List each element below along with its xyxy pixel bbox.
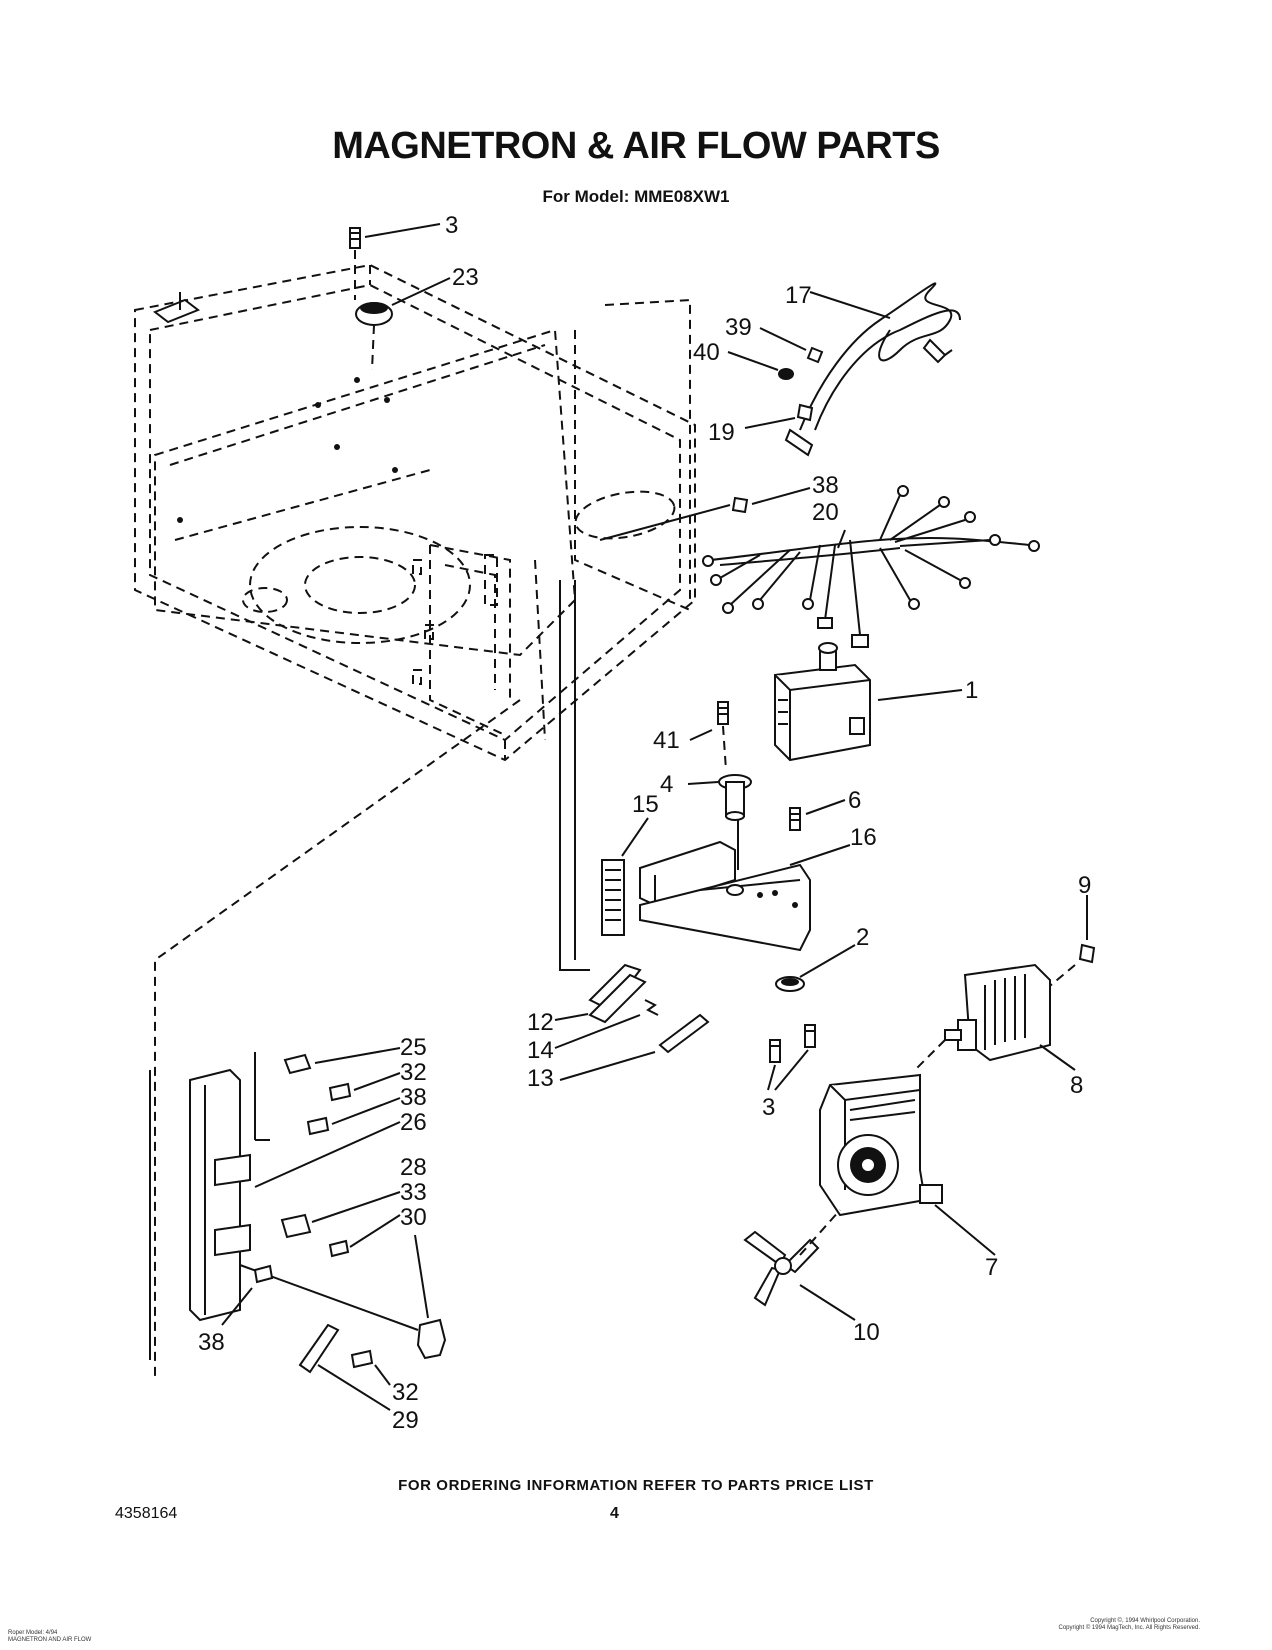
callout-41: 41 xyxy=(653,727,680,754)
callout-16: 16 xyxy=(850,824,877,851)
callout-20: 20 xyxy=(812,499,839,526)
screw-9 xyxy=(1044,895,1096,991)
callout-30: 30 xyxy=(400,1204,427,1231)
power-cord xyxy=(784,282,961,457)
latch-28 xyxy=(280,1191,401,1239)
lever-26 xyxy=(254,1121,401,1188)
screw-39 xyxy=(759,327,824,364)
air-duct-bracket xyxy=(639,840,851,952)
screw-19 xyxy=(744,403,814,429)
callout-38-lower: 38 xyxy=(198,1329,225,1356)
screw-32-upper xyxy=(328,1072,401,1102)
thermal-fuse-4 xyxy=(687,774,752,870)
wire-harness xyxy=(702,485,1040,648)
callout-13: 13 xyxy=(527,1065,554,1092)
callout-26: 26 xyxy=(400,1109,427,1136)
callout-38-harness: 38 xyxy=(812,472,839,499)
callout-3-top: 3 xyxy=(445,212,458,239)
screw-38-harness xyxy=(599,487,811,541)
screw-top xyxy=(349,223,441,300)
spring-14 xyxy=(554,999,659,1049)
fan-blade xyxy=(743,1209,856,1321)
timer-8 xyxy=(914,963,1076,1071)
callout-4: 4 xyxy=(660,771,673,798)
filter-15 xyxy=(601,817,649,936)
magnetron xyxy=(774,642,963,762)
copyright-notice: Copyright ©, 1994 Whirlpool Corporation.… xyxy=(1058,1618,1201,1631)
callout-29: 29 xyxy=(392,1407,419,1434)
screws-3 xyxy=(767,1024,816,1091)
model-number: For Model: MME08XW1 xyxy=(542,187,730,206)
ordering-note: FOR ORDERING INFORMATION REFER TO PARTS … xyxy=(398,1477,874,1494)
door-interlock-link xyxy=(559,580,590,971)
callout-19: 19 xyxy=(708,419,735,446)
callout-39: 39 xyxy=(725,314,752,341)
screw-41 xyxy=(689,701,729,771)
spring-33 xyxy=(328,1214,401,1258)
callout-40: 40 xyxy=(693,339,720,366)
door-hook-assembly xyxy=(149,699,521,1380)
hook-25 xyxy=(283,1047,401,1075)
callout-3-lower: 3 xyxy=(762,1094,775,1121)
callout-14: 14 xyxy=(527,1037,554,1064)
document-number: 4358164 xyxy=(115,1505,178,1522)
screw-38-lower xyxy=(221,1264,274,1326)
callout-38-door: 38 xyxy=(400,1084,427,1111)
actuator-29 xyxy=(298,1323,391,1411)
oven-cavity xyxy=(134,263,696,762)
washer-40 xyxy=(727,351,794,380)
fine-print-left: Roper Model: 4/94 MAGNETRON AND AIR FLOW xyxy=(8,1630,92,1643)
screw-6 xyxy=(789,799,846,831)
callout-17: 17 xyxy=(785,282,812,309)
callout-23: 23 xyxy=(452,264,479,291)
callout-9: 9 xyxy=(1078,872,1091,899)
pin-13 xyxy=(559,1013,710,1081)
callout-1: 1 xyxy=(965,677,978,704)
callout-7: 7 xyxy=(985,1254,998,1281)
latch-12 xyxy=(554,963,647,1024)
screw-32-lower xyxy=(350,1349,391,1386)
page-title: MAGNETRON & AIR FLOW PARTS xyxy=(332,125,940,167)
fan-housing xyxy=(819,1073,996,1256)
thermal-protector-2 xyxy=(775,944,856,992)
screw-38-door xyxy=(306,1097,401,1136)
thermal-cutout xyxy=(355,277,451,371)
page-number: 4 xyxy=(610,1505,619,1522)
callout-15: 15 xyxy=(632,791,659,818)
callout-6: 6 xyxy=(848,787,861,814)
callout-2: 2 xyxy=(856,924,869,951)
callout-32-lower: 32 xyxy=(392,1379,419,1406)
callout-8: 8 xyxy=(1070,1072,1083,1099)
callout-33: 33 xyxy=(400,1179,427,1206)
callout-25: 25 xyxy=(400,1034,427,1061)
callout-32-upper: 32 xyxy=(400,1059,427,1086)
callout-12: 12 xyxy=(527,1009,554,1036)
callout-10: 10 xyxy=(853,1319,880,1346)
callout-28: 28 xyxy=(400,1154,427,1181)
